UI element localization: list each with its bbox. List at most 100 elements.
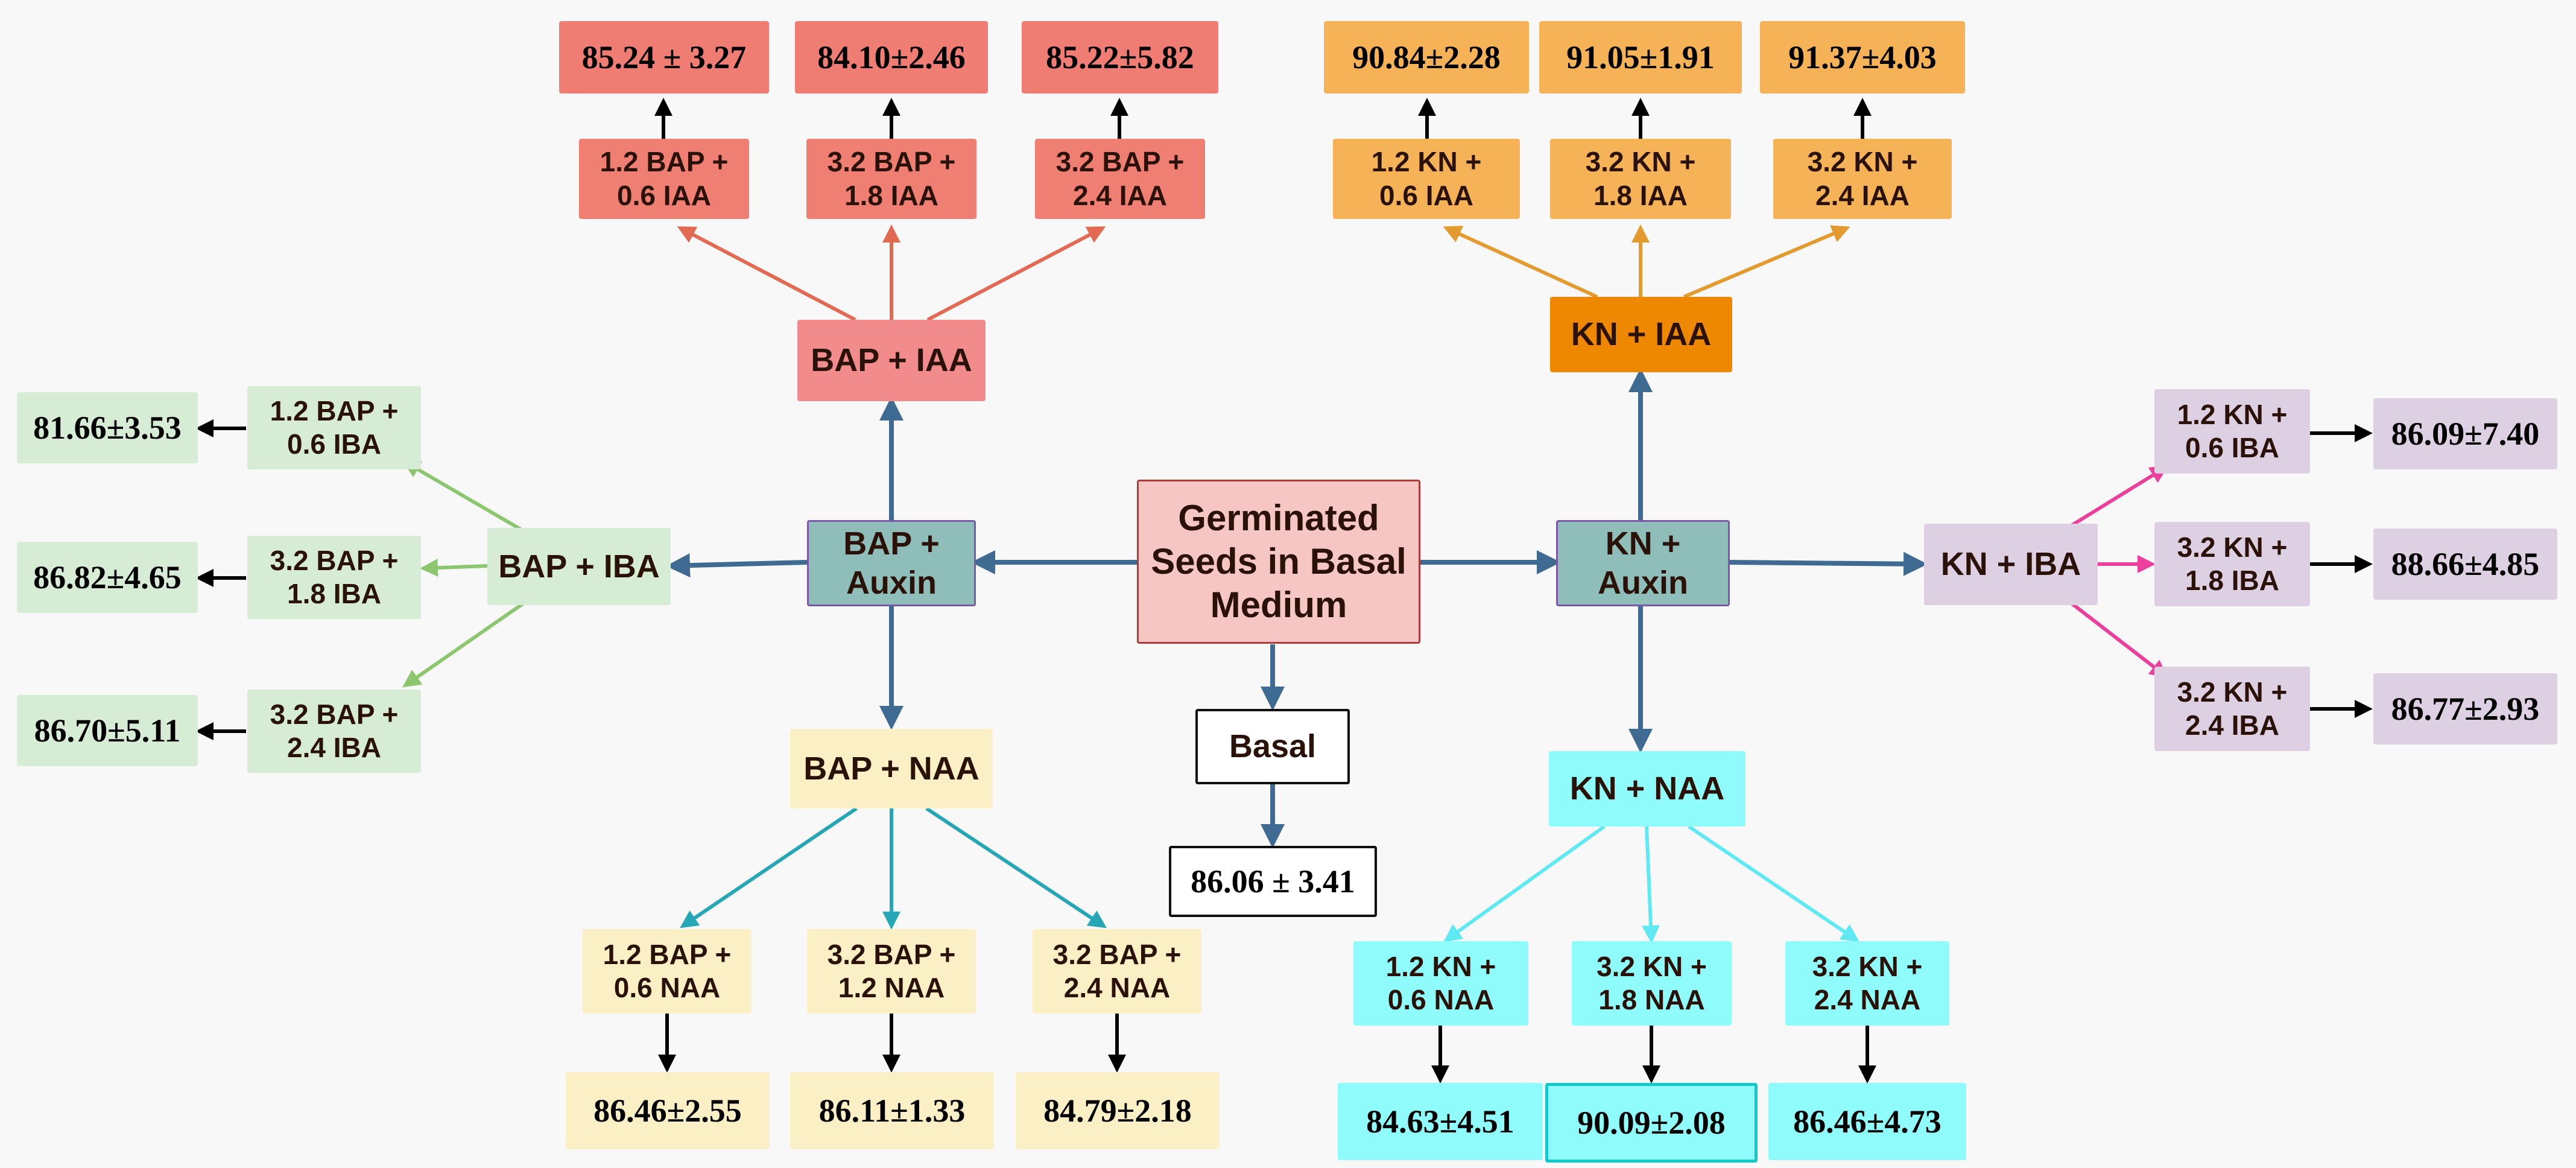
kn-iaa-child-3: 3.2 KN + 2.4 IAA (1773, 139, 1952, 219)
kn-iaa-child-1-line-1: 1.2 KN + (1371, 146, 1482, 178)
kn-naa-child-3-line-1: 3.2 KN + (1812, 950, 1923, 982)
root-line-2: Seeds in Basal (1151, 541, 1407, 582)
bap-iba-child-2-line-1: 3.2 BAP + (270, 544, 399, 576)
group-kn-iba-label: KN + IBA (1940, 546, 2081, 583)
root-germinated-seeds: Germinated Seeds in Basal Medium (1137, 480, 1420, 644)
kn-iaa-child-2-line-2: 1.8 IAA (1593, 179, 1688, 211)
bap-iaa-child-2-line-1: 3.2 BAP + (827, 146, 956, 178)
basal-label: Basal (1229, 728, 1317, 765)
arrow-kn-iba-to-child-1 (2066, 465, 2169, 530)
basal-value-text: 86.06 ± 3.41 (1191, 863, 1355, 900)
bap-iba-child-1: 1.2 BAP + 0.6 IBA (247, 386, 421, 469)
hub-bap-auxin: BAP + Auxin (807, 520, 976, 606)
bap-iaa-child-1: 1.2 BAP + 0.6 IAA (579, 139, 749, 219)
bap-naa-value-1: 86.46±2.55 (566, 1072, 770, 1149)
arrow-bap-naa-to-child-1 (680, 807, 858, 928)
bap-iaa-value-3: 85.22±5.82 (1022, 21, 1218, 94)
bap-iaa-child-1-line-1: 1.2 BAP + (600, 146, 729, 178)
bap-iaa-child-3: 3.2 BAP + 2.4 IAA (1035, 139, 1205, 219)
kn-naa-child-3-line-2: 2.4 NAA (1814, 984, 1921, 1015)
bap-iba-value-1-text: 81.66±3.53 (33, 409, 182, 446)
bap-iaa-child-2: 3.2 BAP + 1.8 IAA (806, 139, 976, 219)
kn-iaa-value-1: 90.84±2.28 (1324, 21, 1529, 94)
bap-iaa-child-3-line-1: 3.2 BAP + (1055, 146, 1185, 178)
hub-bap-auxin-line-1: BAP + (843, 525, 940, 562)
kn-iba-child-2-line-2: 1.8 IBA (2185, 565, 2279, 596)
bap-iba-child-1-line-2: 0.6 IBA (287, 428, 381, 460)
bap-naa-value-1-text: 86.46±2.55 (593, 1092, 742, 1129)
bap-iba-child-3: 3.2 BAP + 2.4 IBA (247, 690, 421, 773)
group-kn-iba: KN + IBA (1924, 524, 2098, 605)
group-bap-iba: BAP + IBA (487, 528, 671, 605)
kn-naa-child-2-line-1: 3.2 KN + (1597, 950, 1707, 982)
kn-naa-value-3-text: 86.46±4.73 (1793, 1103, 1941, 1140)
arrow-bap-iaa-to-child-3 (926, 226, 1106, 322)
arrow-kn-naa-to-child-3 (1688, 825, 1859, 942)
kn-iba-child-2-line-1: 3.2 KN + (2177, 531, 2288, 563)
bap-iba-child-1-line-1: 1.2 BAP + (270, 395, 399, 427)
arrow-bap-auxin-to-bap-iba (666, 553, 808, 578)
bap-naa-child-1-line-2: 0.6 NAA (613, 972, 721, 1003)
bap-naa-child-2-line-2: 1.2 NAA (838, 972, 945, 1003)
group-kn-iaa-label: KN + IAA (1571, 316, 1712, 353)
arrow-kn-iba-to-child-3 (2066, 598, 2168, 678)
bap-iba-value-2: 86.82±4.65 (17, 542, 198, 613)
bap-naa-value-3: 84.79±2.18 (1016, 1072, 1220, 1149)
kn-iba-child-1-line-2: 0.6 IBA (2185, 432, 2279, 463)
bap-iaa-value-1: 85.24 ± 3.27 (559, 21, 769, 94)
bap-naa-child-3: 3.2 BAP + 2.4 NAA (1033, 929, 1201, 1014)
arrow-bap-naa-to-child-3 (925, 807, 1107, 928)
kn-iaa-value-2-text: 91.05±1.91 (1566, 39, 1715, 75)
kn-iaa-value-1-text: 90.84±2.28 (1352, 39, 1501, 75)
bap-naa-child-2-line-1: 3.2 BAP + (827, 938, 956, 970)
kn-naa-value-1-text: 84.63±4.51 (1366, 1103, 1514, 1140)
hub-bap-auxin-line-2: Auxin (846, 564, 937, 601)
bap-iba-child-3-line-2: 2.4 IBA (287, 732, 381, 763)
kn-naa-value-3: 86.46±4.73 (1768, 1083, 1966, 1160)
bap-iaa-value-2-text: 84.10±2.46 (817, 39, 966, 75)
hub-kn-auxin: KN + Auxin (1556, 520, 1730, 606)
kn-iba-child-3-line-2: 2.4 IBA (2185, 709, 2279, 741)
bap-iaa-child-1-line-2: 0.6 IAA (617, 179, 711, 211)
arrow-kn-naa-to-child-2 (1641, 826, 1660, 944)
group-bap-naa: BAP + NAA (790, 729, 993, 808)
kn-iaa-value-2: 91.05±1.91 (1539, 21, 1742, 94)
group-bap-naa-label: BAP + NAA (803, 750, 979, 787)
group-kn-naa-label: KN + NAA (1569, 770, 1725, 807)
bap-iaa-child-2-line-2: 1.8 IAA (844, 179, 938, 211)
kn-iaa-child-3-line-2: 2.4 IAA (1815, 179, 1910, 211)
bap-naa-child-2: 3.2 BAP + 1.2 NAA (807, 929, 976, 1014)
kn-iba-child-2: 3.2 KN + 1.8 IBA (2154, 522, 2310, 606)
bap-naa-child-3-line-2: 2.4 NAA (1063, 972, 1171, 1003)
bap-naa-child-1: 1.2 BAP + 0.6 NAA (583, 929, 752, 1014)
bap-iba-value-2-text: 86.82±4.65 (33, 559, 182, 595)
kn-naa-child-1-line-1: 1.2 KN + (1385, 950, 1496, 982)
bap-iba-child-2-line-2: 1.8 IBA (287, 578, 381, 609)
group-bap-iaa-label: BAP + IAA (811, 342, 972, 379)
kn-naa-value-2: 90.09±2.08 (1545, 1083, 1758, 1163)
bap-iba-value-3: 86.70±5.11 (17, 695, 198, 766)
bap-iba-value-1: 81.66±3.53 (17, 392, 198, 463)
bap-naa-value-2-text: 86.11±1.33 (818, 1092, 966, 1129)
group-bap-iba-label: BAP + IBA (498, 548, 660, 585)
arrow-bap-iaa-to-child-1 (677, 226, 856, 322)
kn-naa-child-1-line-2: 0.6 NAA (1387, 984, 1495, 1015)
bap-naa-value-3-text: 84.79±2.18 (1043, 1092, 1192, 1129)
root-line-3: Medium (1210, 585, 1347, 625)
arrow-kn-iaa-to-child-3 (1683, 225, 1850, 299)
arrow-kn-naa-to-child-1 (1443, 825, 1606, 942)
kn-iaa-child-1: 1.2 KN + 0.6 IAA (1333, 139, 1520, 219)
arrow-bap-iba-to-child-1 (402, 460, 525, 533)
kn-naa-child-2: 3.2 KN + 1.8 NAA (1572, 941, 1732, 1026)
bap-naa-value-2: 86.11±1.33 (790, 1072, 994, 1149)
arrow-bap-iba-to-child-3 (402, 601, 525, 688)
bap-iaa-value-2: 84.10±2.46 (795, 21, 988, 94)
group-kn-iaa: KN + IAA (1550, 297, 1732, 372)
kn-iaa-child-3-line-1: 3.2 KN + (1807, 146, 1918, 178)
bap-iaa-value-1-text: 85.24 ± 3.27 (581, 39, 747, 75)
arrow-kn-iaa-to-child-1 (1443, 226, 1598, 299)
kn-naa-child-3: 3.2 KN + 2.4 NAA (1785, 941, 1949, 1026)
hub-kn-auxin-label: KN + Auxin (1597, 525, 1688, 601)
